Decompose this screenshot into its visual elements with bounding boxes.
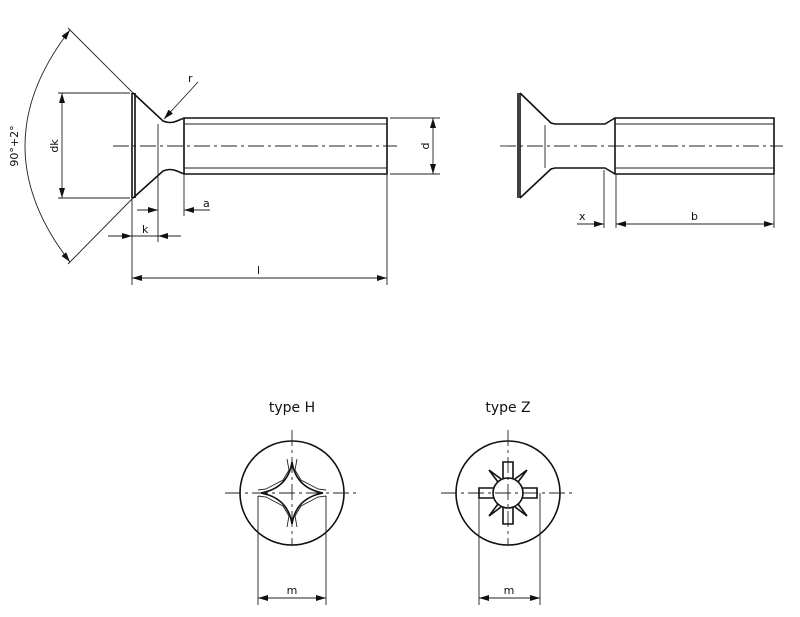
centerlines xyxy=(225,430,358,546)
phillips-recess-flanks xyxy=(257,458,327,528)
d-extension xyxy=(390,117,440,175)
m-extension xyxy=(257,496,327,605)
l-extension xyxy=(131,174,388,285)
pozi-arms xyxy=(478,461,538,525)
x-label: x xyxy=(579,210,586,223)
dk-extension xyxy=(58,92,130,199)
pozi-center xyxy=(492,477,524,509)
angle-extension xyxy=(67,27,134,265)
head-face xyxy=(517,93,521,198)
angle-label: 90°+2° xyxy=(8,125,21,166)
recess-type-z: type Z m xyxy=(441,400,575,605)
b-label: b xyxy=(691,210,698,223)
k-label: k xyxy=(142,223,149,236)
recess-type-h: type H m xyxy=(225,400,358,605)
d-label: d xyxy=(419,143,432,150)
r-label: r xyxy=(188,72,193,85)
a-label: a xyxy=(203,197,210,210)
side-view-dimensioned: dk 90°+2° r a k l d xyxy=(8,27,440,285)
side-view-reduced-shank: x b xyxy=(500,92,783,228)
dk-label: dk xyxy=(48,139,61,153)
screw-outline xyxy=(132,92,388,199)
centerlines xyxy=(441,430,575,546)
screw-outline xyxy=(519,92,775,199)
phillips-recess xyxy=(260,461,324,525)
m-label: m xyxy=(504,584,515,597)
head-face xyxy=(131,93,136,198)
r-leader xyxy=(163,81,199,120)
thread-lines xyxy=(184,123,387,169)
pozi-spikes xyxy=(488,469,528,517)
type-h-title: type H xyxy=(269,400,315,416)
m-extension xyxy=(478,493,541,605)
l-label: l xyxy=(257,264,260,277)
angle-arc xyxy=(24,29,71,263)
m-label: m xyxy=(287,584,298,597)
xb-extension xyxy=(603,170,775,228)
type-z-title: type Z xyxy=(485,400,530,416)
thread-lines xyxy=(615,123,774,169)
